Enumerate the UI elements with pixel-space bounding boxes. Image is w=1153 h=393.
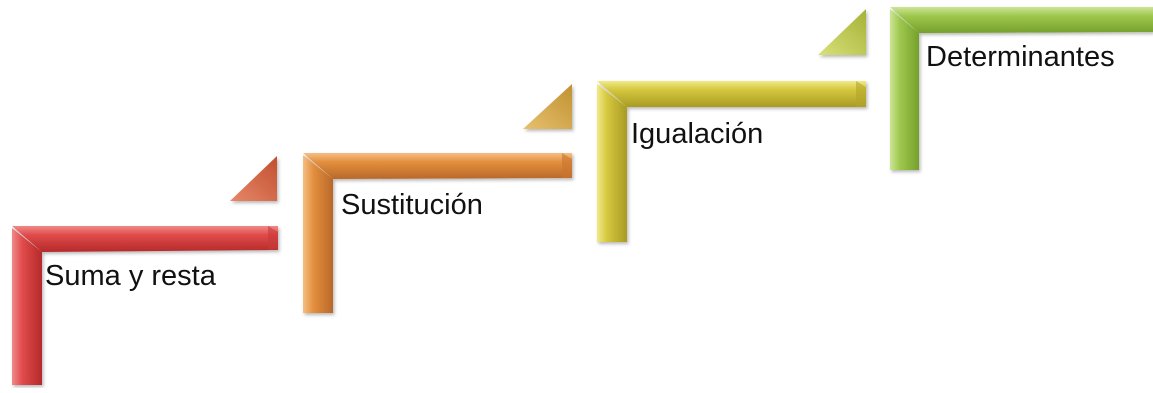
step-4-shape <box>890 7 1153 170</box>
step-arrow-triangle-2 <box>523 84 572 129</box>
step-arrow-triangle-1 <box>230 156 277 201</box>
step-3-label: Igualación <box>631 118 764 150</box>
step-2-vertical-bar <box>303 155 333 313</box>
step-arrow-triangle-3 <box>818 9 866 55</box>
step-1-horizontal-bar <box>12 226 278 252</box>
step-1-label: Suma y resta <box>45 260 216 292</box>
step-1-vertical-bar <box>12 228 42 385</box>
step-3-horizontal-bar <box>597 81 866 107</box>
step-2-shape <box>303 153 572 313</box>
step-3-shape <box>597 81 866 242</box>
step-2-horizontal-bar <box>303 153 572 179</box>
step-2-label: Sustitución <box>341 189 483 221</box>
step-1-shape <box>12 226 278 385</box>
step-3-vertical-bar <box>597 84 627 242</box>
step-4-vertical-bar <box>890 9 919 170</box>
step-4-horizontal-bar <box>890 7 1153 33</box>
step-4-label: Determinantes <box>926 41 1115 73</box>
